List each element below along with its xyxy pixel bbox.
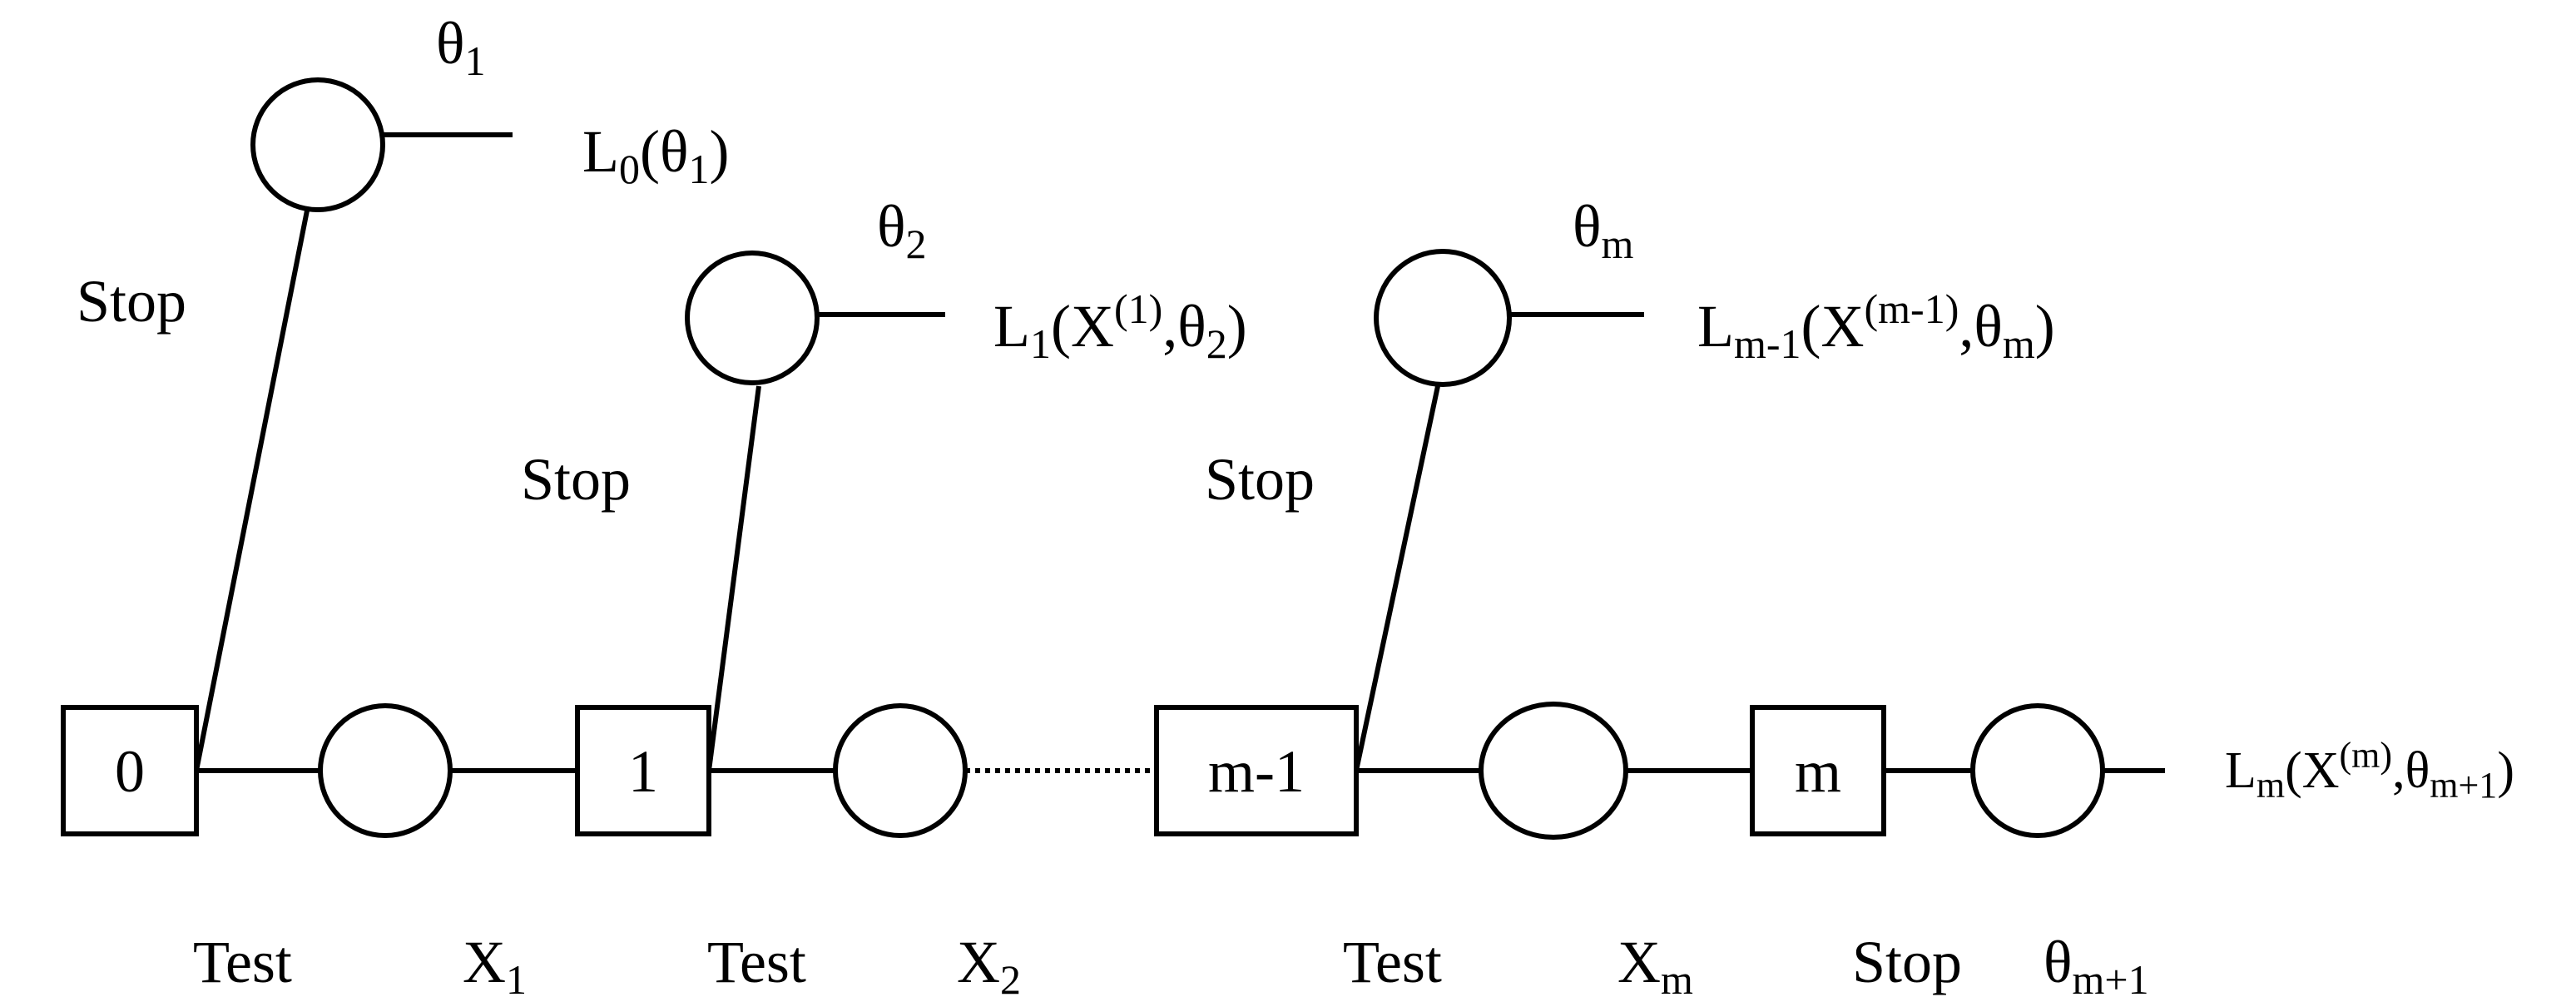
- loss-Lm-label: Lm(X(m),θm+1): [2225, 735, 2514, 806]
- chance-node-theta1: [250, 77, 385, 212]
- decision-node-1: [575, 705, 711, 836]
- loss-L1-label: L1(X(1),θ2): [993, 285, 1247, 367]
- test-label-1: Test: [707, 929, 806, 995]
- theta2-label: θ2: [877, 193, 927, 267]
- chance-node-theta2: [685, 251, 820, 385]
- decision-label-1: 1: [628, 738, 658, 805]
- decision-node-m: [1750, 705, 1886, 836]
- thetam-label: θm: [1573, 193, 1634, 267]
- stop-label-1: Stop: [521, 446, 631, 513]
- loss-L0-label: L0(θ1): [582, 118, 729, 192]
- stop-branch-m1: [1354, 385, 1440, 771]
- decision-node-0: [61, 705, 199, 836]
- decision-node-m-1: [1154, 705, 1359, 836]
- decision-label-m-1: m-1: [1208, 738, 1305, 805]
- stop-branch-1: [706, 385, 761, 771]
- test-label-0: Test: [193, 929, 292, 995]
- decision-label-m: m: [1795, 738, 1841, 805]
- test-label-m1: Test: [1343, 929, 1442, 995]
- chance-node-theta-m1: [1970, 703, 2105, 838]
- stop-label-m: Stop: [1852, 929, 1962, 995]
- theta1-label: θ1: [436, 10, 486, 84]
- stop-label-m1: Stop: [1205, 446, 1315, 513]
- stop-label-0: Stop: [77, 268, 186, 335]
- x2-label: X2: [957, 929, 1021, 1003]
- x1-label: X1: [463, 929, 527, 1003]
- chance-node-xm: [1479, 702, 1628, 840]
- decision-label-0: 0: [115, 738, 145, 805]
- chance-node-x1: [318, 703, 453, 838]
- loss-Lm-1-label: Lm-1(X(m-1),θm): [1697, 285, 2055, 367]
- theta-m1-label: θm+1: [2043, 929, 2149, 1003]
- chance-node-thetam: [1374, 249, 1512, 387]
- xm-label: Xm: [1617, 929, 1693, 1003]
- stop-branch-0: [194, 206, 310, 771]
- chance-node-x2: [833, 703, 968, 838]
